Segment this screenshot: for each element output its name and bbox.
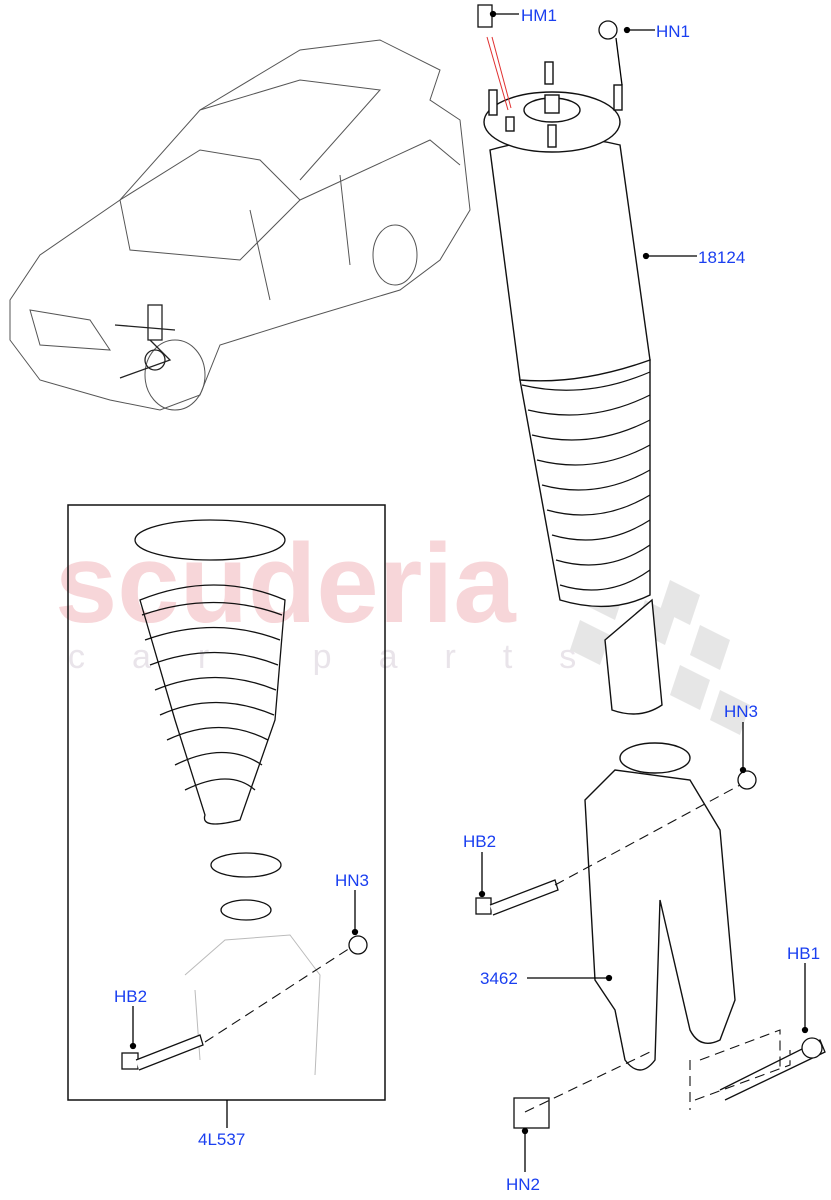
callout-HN2[interactable]: HN2 [506,1175,541,1194]
callout-HB1[interactable]: HB1 [787,944,821,963]
gaiter-kit-drawing [134,519,286,921]
callout-HN3-right[interactable]: HN3 [724,702,759,721]
kit-fork-ghost [184,934,321,1076]
callout-4L537[interactable]: 4L537 [198,1130,246,1149]
assembly-lines [204,784,791,1113]
fastener-drawings [121,4,826,1129]
strut-fork-drawing [584,742,736,1071]
air-strut-bellows [521,371,651,591]
callout-18124[interactable]: 18124 [698,248,746,267]
leader-lines [129,10,809,1172]
callout-HB2-right[interactable]: HB2 [463,832,497,851]
air-strut-drawing [483,61,663,715]
hm1-red-guide [486,36,512,111]
kit-frame [67,504,386,1101]
callout-HN3-kit[interactable]: HN3 [335,871,370,890]
vehicle-locator-illustration [9,39,471,411]
callout-HB2-kit[interactable]: HB2 [114,987,148,1006]
watermark-brand: scuderia [55,521,516,646]
callout-HN1[interactable]: HN1 [656,22,691,41]
vehicle-strut-highlight [114,304,176,379]
callout-HM1[interactable]: HM1 [521,6,557,25]
callout-3462[interactable]: 3462 [480,969,518,988]
